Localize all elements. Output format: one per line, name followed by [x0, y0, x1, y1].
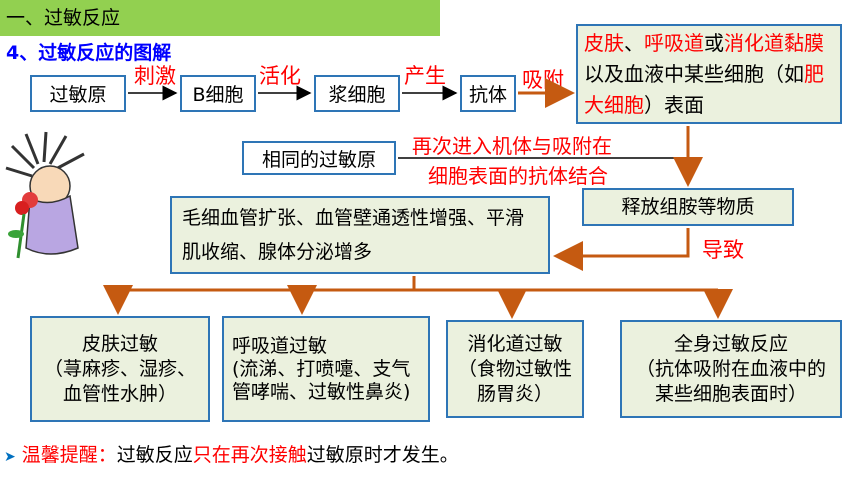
- target-or: 或: [704, 31, 724, 55]
- digestive-allergy-box: 消化道过敏 （食物过敏性肠胃炎）: [446, 320, 584, 418]
- systemic-allergy-box: 全身过敏反应 （抗体吸附在血液中的某些细胞表面时）: [620, 320, 842, 418]
- respiratory-allergy-detail: (流涕、打喷嚏、支气管哮喘、过敏性鼻炎): [232, 357, 411, 403]
- stimulate-label: 刺激: [134, 64, 176, 88]
- physiological-effects-box: 毛细血管扩张、血管壁通透性增强、平滑肌收缩、腺体分泌增多: [170, 196, 550, 274]
- antibody-box: 抗体: [460, 75, 516, 112]
- reminder-label: 温馨提醒：: [21, 444, 117, 466]
- target-cells-box: 皮肤、呼吸道或消化道黏膜以及血液中某些细胞（如肥大细胞）表面: [576, 24, 842, 124]
- target-mucosa: 黏膜: [784, 31, 824, 55]
- digestive-allergy-title: 消化道过敏: [467, 332, 563, 355]
- respiratory-allergy-title: 呼吸道过敏: [232, 334, 328, 357]
- reminder-highlight: 只在再次接触: [192, 444, 307, 466]
- skin-allergy-detail: （荨麻疹、湿疹、血管性水肿）: [43, 357, 196, 405]
- reminder-text-pre: 过敏反应: [116, 444, 193, 466]
- target-skin: 皮肤: [584, 31, 624, 55]
- target-blood-cells: 以及血液中某些细胞（如: [584, 62, 804, 86]
- produce-label: 产生: [404, 64, 446, 88]
- target-digestive: 消化道: [724, 31, 784, 55]
- digestive-allergy-detail: （食物过敏性肠胃炎）: [457, 357, 572, 405]
- plasma-cell-box: 浆细胞: [314, 75, 400, 112]
- systemic-allergy-title: 全身过敏反应: [673, 332, 788, 355]
- target-surface: ）表面: [644, 93, 704, 117]
- reminder-note: ➤ 温馨提醒：过敏反应只在再次接触过敏原时才发生。: [4, 440, 459, 467]
- release-histamine-box: 释放组胺等物质: [582, 188, 794, 226]
- same-allergen-box: 相同的过敏原: [242, 141, 396, 175]
- skin-allergy-box: 皮肤过敏 （荨麻疹、湿疹、血管性水肿）: [30, 316, 210, 422]
- arrow-release-to-effects: [553, 228, 690, 271]
- sneezing-person-illustration: [5, 131, 85, 259]
- respiratory-allergy-box: 呼吸道过敏 (流涕、打喷嚏、支气管哮喘、过敏性鼻炎): [222, 316, 430, 422]
- lead-to-label: 导致: [702, 238, 744, 262]
- reenter-line-1: 再次进入机体与吸附在: [412, 134, 612, 158]
- systemic-allergy-detail: （抗体吸附在血液中的某些细胞表面时）: [635, 357, 826, 405]
- allergen-box: 过敏原: [30, 75, 126, 112]
- section-title: 一、过敏反应: [0, 0, 440, 36]
- b-cell-box: B细胞: [180, 75, 256, 112]
- diagram-subtitle: 4、过敏反应的图解: [6, 42, 172, 64]
- target-sep: 、: [624, 31, 644, 55]
- skin-allergy-title: 皮肤过敏: [81, 332, 158, 355]
- activate-label: 活化: [259, 64, 301, 88]
- reenter-line-2: 细胞表面的抗体结合: [428, 164, 608, 188]
- target-respiratory: 呼吸道: [644, 31, 704, 55]
- reminder-text-post: 过敏原时才发生。: [306, 444, 459, 466]
- bullet-triangle-icon: ➤: [4, 449, 16, 465]
- target-mast-cell: 肥大细胞: [584, 62, 824, 117]
